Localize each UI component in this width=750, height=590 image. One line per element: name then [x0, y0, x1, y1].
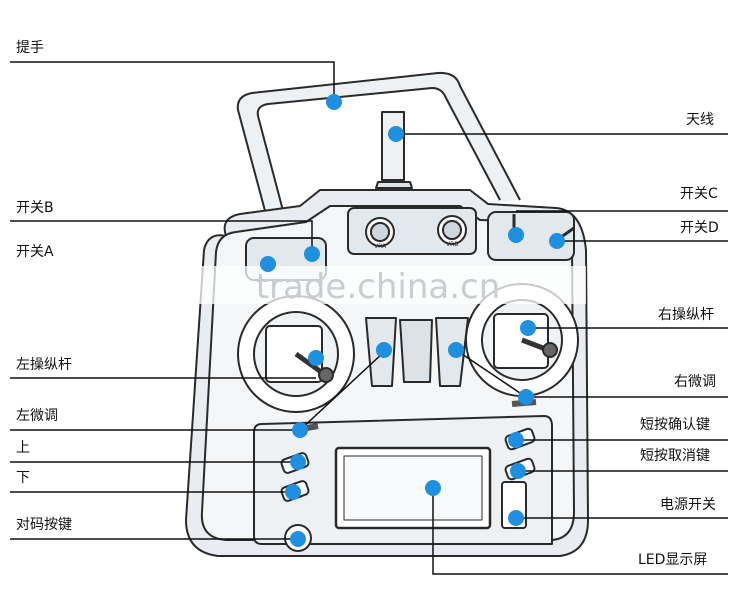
label-right-stick: 右操纵杆	[658, 307, 714, 323]
watermark-text: trade.china.cn	[256, 267, 501, 307]
label-left-trim: 左微调	[16, 408, 58, 424]
label-power-switch: 电源开关	[660, 497, 716, 513]
label-switch-a: 开关A	[16, 244, 54, 260]
label-bind-button: 对码按键	[16, 517, 72, 533]
label-up: 上	[16, 440, 30, 456]
label-down: 下	[16, 470, 30, 486]
knob-right-text: VRB	[446, 241, 458, 248]
marker-dots	[260, 94, 565, 547]
label-short-press-confirm: 短按确认键	[640, 417, 710, 433]
label-switch-d: 开关D	[680, 220, 719, 236]
label-short-press-cancel: 短按取消键	[640, 448, 710, 464]
label-right-trim: 右微调	[674, 374, 716, 390]
label-antenna: 天线	[686, 112, 714, 128]
label-switch-c: 开关C	[680, 186, 718, 202]
label-switch-b: 开关B	[16, 200, 54, 216]
label-left-stick: 左操纵杆	[16, 357, 72, 373]
knob-left-text: VRA	[374, 243, 387, 250]
label-led-display: LED显示屏	[638, 552, 708, 568]
label-handle: 提手	[16, 40, 44, 56]
antenna	[381, 111, 405, 181]
